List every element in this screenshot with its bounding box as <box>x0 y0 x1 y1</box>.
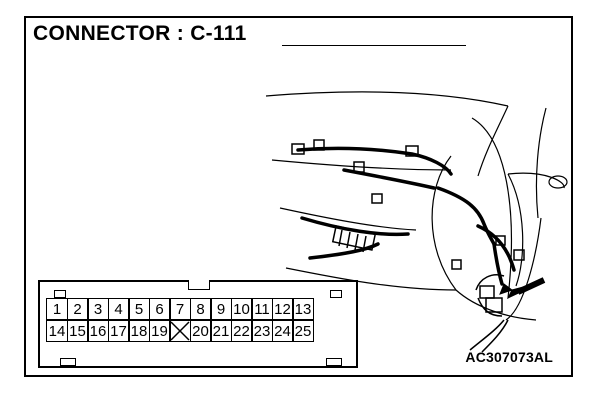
pin-cell: 5 <box>128 298 150 320</box>
pin-cell: 10 <box>230 298 253 320</box>
pin-cell: 15 <box>66 320 89 342</box>
pin-cell: 17 <box>107 320 130 342</box>
pin-cell: 23 <box>251 320 273 342</box>
diagram-code: AC307073AL <box>465 349 553 365</box>
pin-cell: 21 <box>210 320 232 342</box>
pin-cell: 20 <box>189 320 212 342</box>
pin-cell: 12 <box>271 298 294 320</box>
connector-latch-left <box>54 290 66 298</box>
connector-foot-right <box>326 358 342 366</box>
pin-cell: 8 <box>189 298 212 320</box>
pin-cell: 1 <box>46 298 68 320</box>
connector-key <box>188 280 210 290</box>
pin-cell: 22 <box>230 320 253 342</box>
harness-illustration <box>265 91 568 353</box>
pin-row-bottom: 14 15 16 17 18 19 20 21 22 23 24 25 <box>46 320 350 342</box>
empty-pin-cell <box>169 320 191 342</box>
pin-cell: 16 <box>87 320 109 342</box>
pin-cell: 19 <box>148 320 171 342</box>
pin-cell: 6 <box>148 298 171 320</box>
title-underline <box>282 45 466 46</box>
connector-foot-left <box>60 358 76 366</box>
pin-cell: 3 <box>87 298 109 320</box>
pin-cell: 18 <box>128 320 150 342</box>
connector-latch-right <box>330 290 342 298</box>
pin-cell: 2 <box>66 298 89 320</box>
pin-cell: 11 <box>251 298 273 320</box>
pin-cell: 14 <box>46 320 68 342</box>
diagram-frame: CONNECTOR : C-111 <box>24 16 573 377</box>
pin-cell: 4 <box>107 298 130 320</box>
pin-grid: 1 2 3 4 5 6 7 8 9 10 11 12 13 14 15 16 1… <box>46 298 350 342</box>
connector-title: CONNECTOR : C-111 <box>33 22 247 45</box>
pin-row-top: 1 2 3 4 5 6 7 8 9 10 11 12 13 <box>46 298 350 320</box>
pin-cell: 7 <box>169 298 191 320</box>
pin-cell: 13 <box>292 298 314 320</box>
pin-cell: 25 <box>292 320 314 342</box>
pin-cell: 24 <box>271 320 294 342</box>
connector-face: 1 2 3 4 5 6 7 8 9 10 11 12 13 14 15 16 1… <box>38 280 358 368</box>
cross-icon <box>170 321 190 341</box>
pin-cell: 9 <box>210 298 232 320</box>
